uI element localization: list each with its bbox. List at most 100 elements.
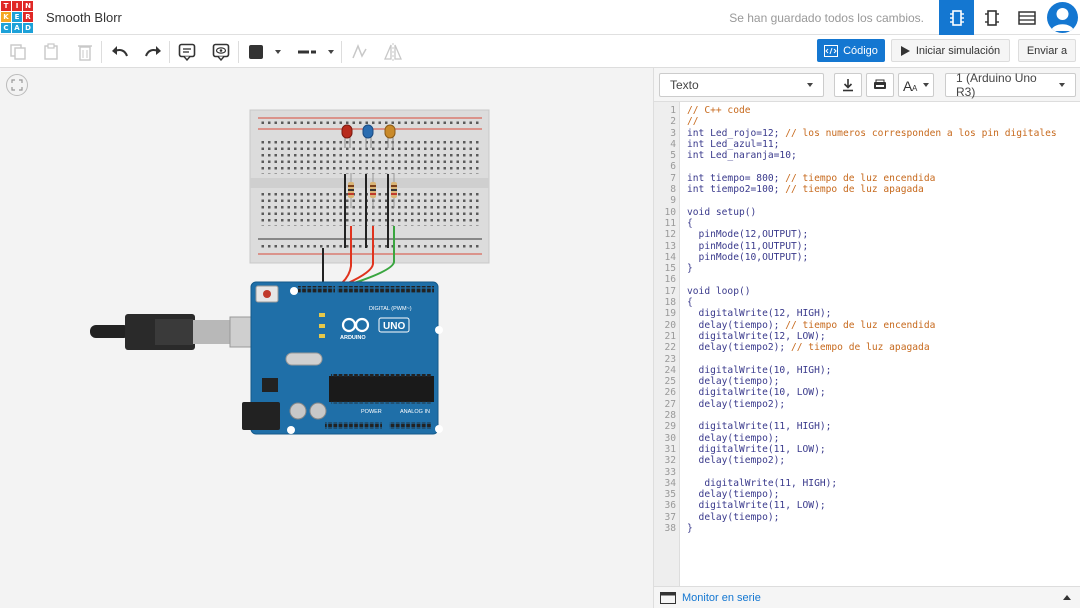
project-title[interactable]: Smooth Blorr	[46, 10, 122, 25]
resistor-3[interactable]	[391, 173, 397, 208]
reset-button[interactable]	[263, 290, 271, 298]
led-red[interactable]	[341, 124, 353, 148]
wire-pin11[interactable]	[347, 226, 374, 284]
code-line[interactable]	[687, 161, 1057, 172]
delete-button[interactable]	[72, 39, 98, 65]
code-line[interactable]: {	[687, 218, 1057, 229]
redo-button[interactable]	[140, 39, 166, 65]
arduino-uno-board[interactable]: DIGITAL (PWM~) POWER ANALOG IN UNO ARDUI…	[242, 281, 443, 435]
undo-button[interactable]	[107, 39, 133, 65]
copy-button[interactable]	[5, 39, 31, 65]
code-line[interactable]: digitalWrite(11, LOW);	[687, 500, 1057, 511]
resistor-1[interactable]	[348, 173, 354, 208]
line-number: 3	[670, 127, 676, 139]
code-line[interactable]	[687, 467, 1057, 478]
code-comment: // tiempo de luz apagada	[785, 184, 924, 196]
code-line[interactable]: pinMode(10,OUTPUT);	[687, 252, 1057, 263]
code-line[interactable]: digitalWrite(10, LOW);	[687, 387, 1057, 398]
code-line[interactable]: }	[687, 263, 1057, 274]
code-line[interactable]: void loop()	[687, 286, 1057, 297]
code-line[interactable]: // C++ code	[687, 105, 1057, 116]
wire-pin10[interactable]	[353, 226, 395, 284]
chevron-up-icon[interactable]	[1063, 595, 1071, 600]
start-simulation-button[interactable]: Iniciar simulación	[891, 39, 1010, 62]
code-line[interactable]: digitalWrite(12, HIGH);	[687, 308, 1057, 319]
code-line[interactable]	[687, 410, 1057, 421]
schematic-view-button[interactable]	[974, 0, 1009, 35]
code-line[interactable]: delay(tiempo);	[687, 489, 1057, 500]
code-line[interactable]: int tiempo= 800; // tiempo de luz encend…	[687, 173, 1057, 184]
code-line[interactable]: digitalWrite(12, LOW);	[687, 331, 1057, 342]
component-list-button[interactable]	[1009, 0, 1044, 35]
line-number: 37	[664, 511, 676, 523]
code-line[interactable]: digitalWrite(10, HIGH);	[687, 365, 1057, 376]
code-line[interactable]: }	[687, 523, 1057, 534]
code-statement: pinMode(11,OUTPUT);	[687, 240, 809, 252]
line-number: 13	[664, 240, 676, 252]
code-line[interactable]: digitalWrite(11, HIGH);	[687, 421, 1057, 432]
chevron-down-icon	[328, 50, 334, 54]
code-line[interactable]: digitalWrite(11, HIGH);	[687, 478, 1057, 489]
code-line[interactable]	[687, 354, 1057, 365]
line-style-picker[interactable]	[293, 39, 337, 65]
rotate-button[interactable]	[346, 39, 372, 65]
line-number: 17	[664, 285, 676, 297]
notes-button[interactable]	[174, 39, 200, 65]
serial-monitor-bar[interactable]: Monitor en serie	[654, 586, 1080, 608]
code-text[interactable]: // C++ code//int Led_rojo=12; // los num…	[687, 105, 1057, 534]
code-line[interactable]: delay(tiempo2);	[687, 399, 1057, 410]
send-to-button[interactable]: Enviar a	[1018, 39, 1076, 62]
code-line[interactable]: delay(tiempo);	[687, 376, 1057, 387]
code-line[interactable]: int tiempo2=100; // tiempo de luz apagad…	[687, 184, 1057, 195]
fit-view-button[interactable]	[6, 74, 28, 96]
redo-icon	[145, 46, 161, 57]
download-code-button[interactable]	[834, 73, 862, 97]
fill-color-picker[interactable]	[243, 39, 287, 65]
code-line[interactable]: delay(tiempo);	[687, 433, 1057, 444]
toggle-notes-button[interactable]	[208, 39, 234, 65]
flip-button[interactable]	[380, 39, 406, 65]
code-line[interactable]: //	[687, 116, 1057, 127]
color-swatch-icon	[249, 45, 263, 59]
code-line[interactable]: int Led_azul=11;	[687, 139, 1057, 150]
code-line[interactable]: delay(tiempo); // tiempo de luz encendid…	[687, 320, 1057, 331]
code-line[interactable]: pinMode(11,OUTPUT);	[687, 241, 1057, 252]
wire-pin12[interactable]	[341, 226, 352, 284]
code-button[interactable]: Código	[817, 39, 885, 62]
breadboard[interactable]	[249, 109, 490, 264]
code-line[interactable]: int Led_rojo=12; // los numeros correspo…	[687, 128, 1057, 139]
line-number: 31	[664, 443, 676, 455]
fit-view-icon	[11, 79, 23, 91]
user-avatar[interactable]	[1047, 2, 1078, 33]
led-orange[interactable]	[384, 124, 396, 148]
code-line[interactable]: void setup()	[687, 207, 1057, 218]
paste-button[interactable]	[38, 39, 64, 65]
download-icon	[843, 79, 853, 92]
editor-mode-select[interactable]: Texto	[659, 73, 824, 97]
circuit-workspace[interactable]: DIGITAL (PWM~) POWER ANALOG IN UNO ARDUI…	[0, 68, 653, 608]
resistor-2[interactable]	[370, 173, 376, 208]
code-line[interactable]: delay(tiempo2);	[687, 455, 1057, 466]
usb-cable[interactable]	[90, 314, 253, 350]
code-line[interactable]: delay(tiempo);	[687, 512, 1057, 523]
code-statement: delay(tiempo);	[687, 432, 780, 444]
code-statement: digitalWrite(11, LOW);	[687, 500, 826, 512]
code-line[interactable]: {	[687, 297, 1057, 308]
circuit-canvas[interactable]: DIGITAL (PWM~) POWER ANALOG IN UNO ARDUI…	[0, 68, 653, 608]
circuit-view-button[interactable]	[939, 0, 974, 35]
code-line[interactable]: pinMode(12,OUTPUT);	[687, 229, 1057, 240]
code-line[interactable]	[687, 195, 1057, 206]
led-blue[interactable]	[362, 124, 374, 148]
library-button[interactable]	[866, 73, 894, 97]
arduino-brand-text: ARDUINO	[340, 335, 366, 341]
code-line[interactable]	[687, 274, 1057, 285]
code-line[interactable]: delay(tiempo2); // tiempo de luz apagada	[687, 342, 1057, 353]
device-select[interactable]: 1 (Arduino Uno R3)	[945, 71, 1076, 99]
code-line[interactable]: digitalWrite(11, LOW);	[687, 444, 1057, 455]
code-line[interactable]: int Led_naranja=10;	[687, 150, 1057, 161]
code-statement: void setup()	[687, 206, 757, 218]
